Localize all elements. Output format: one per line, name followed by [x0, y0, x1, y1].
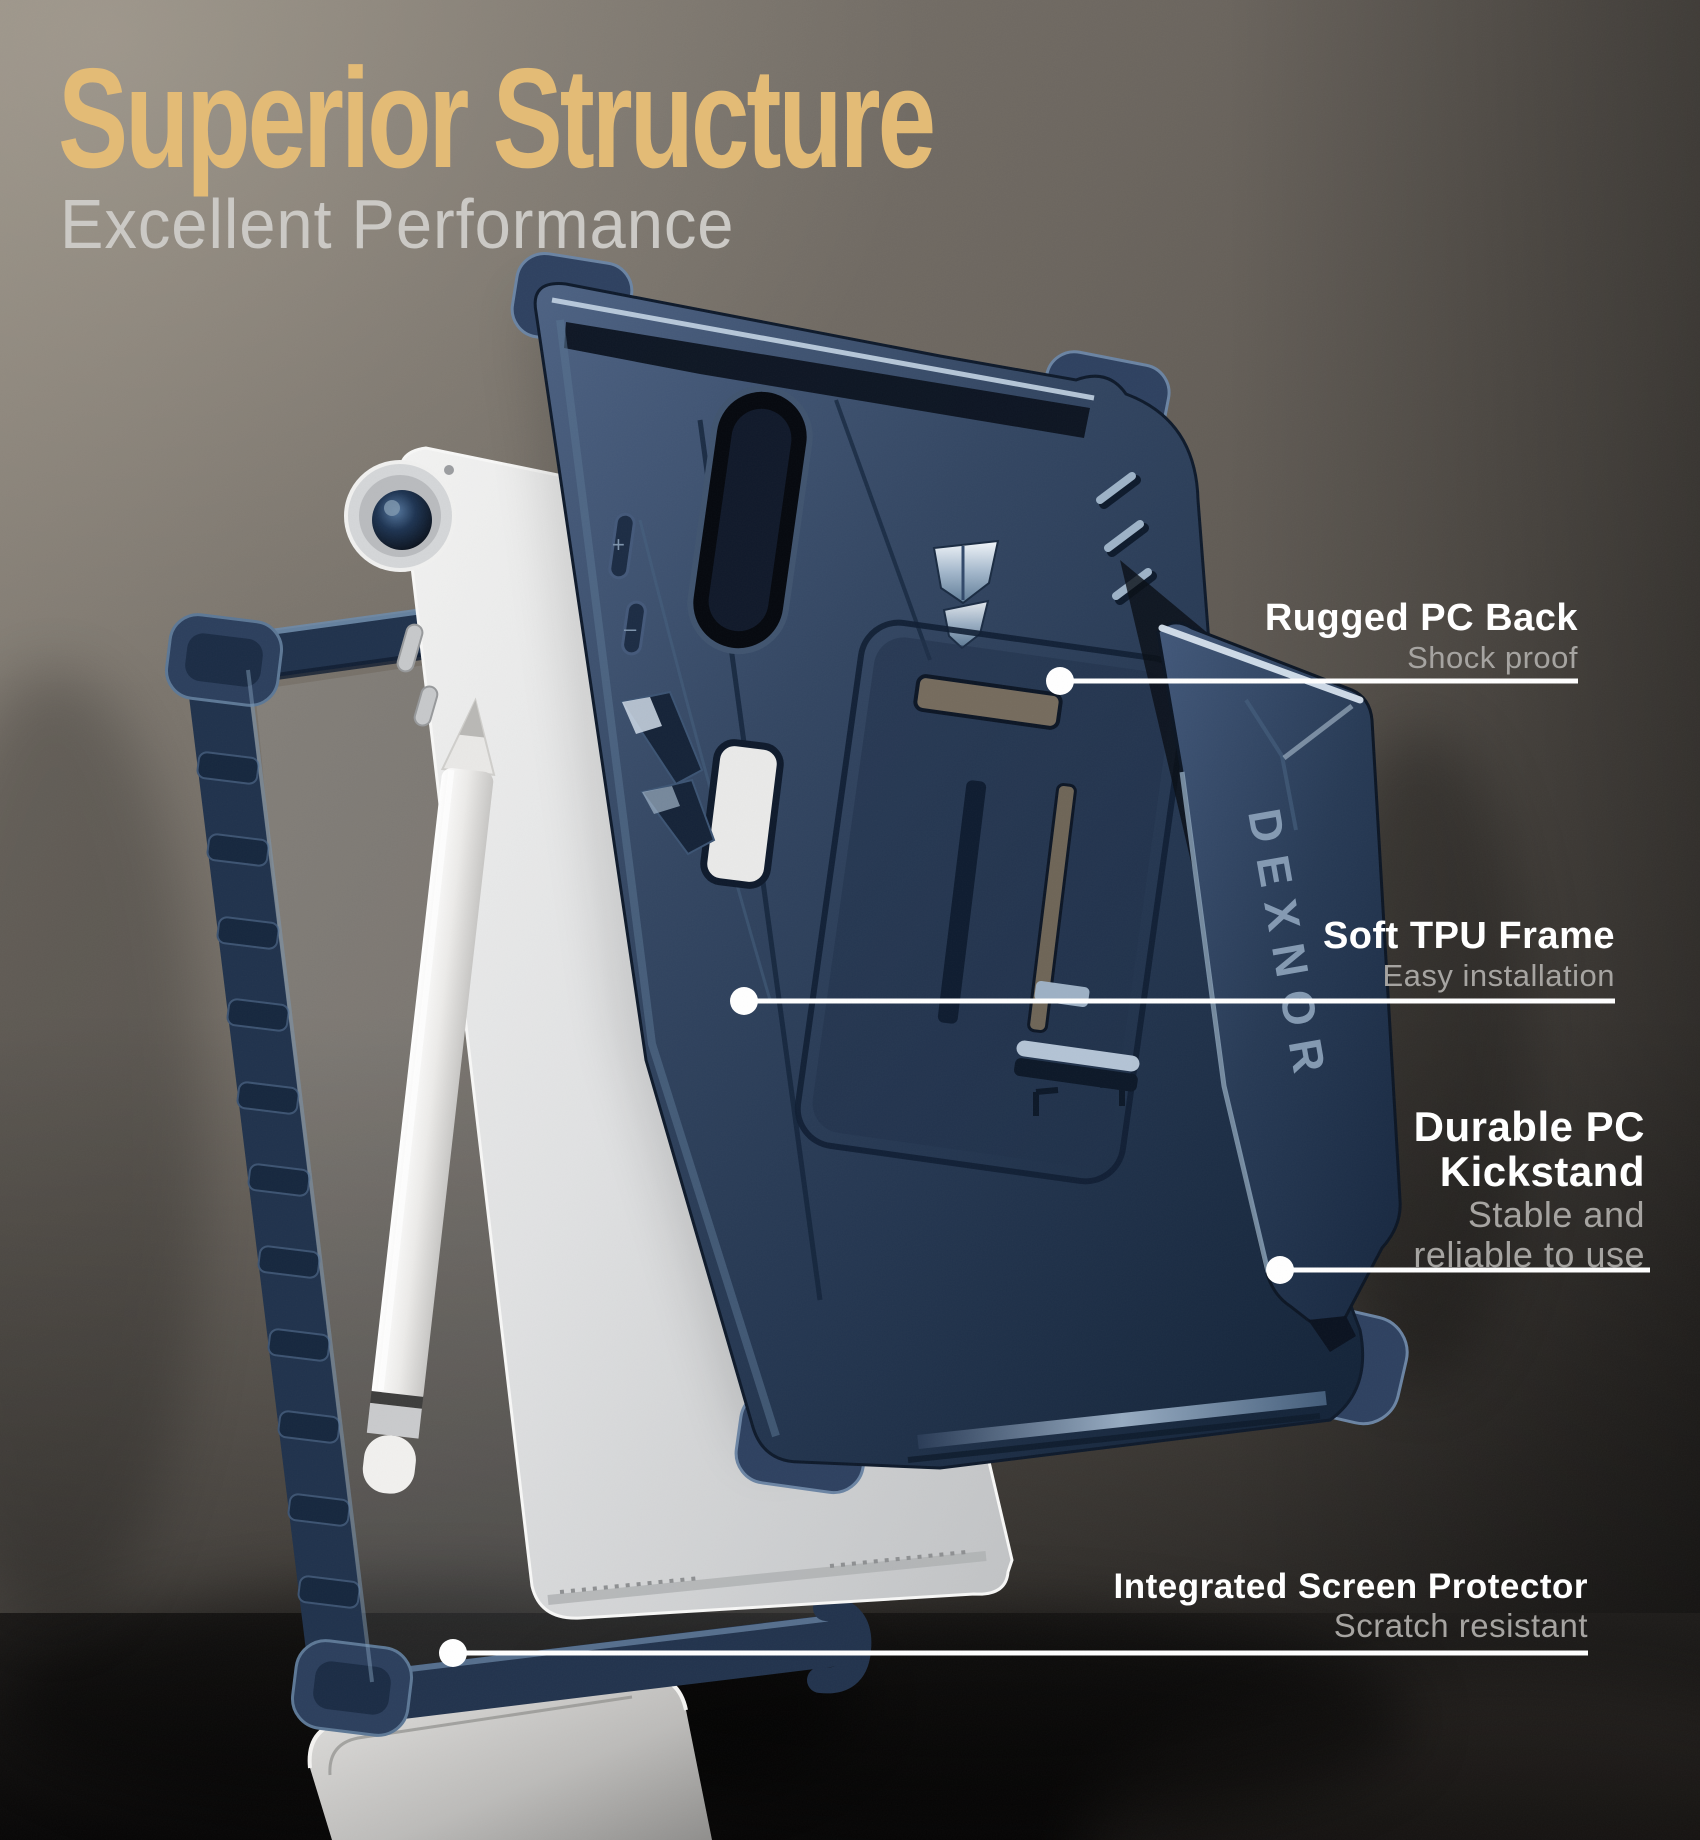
callout-subtitle: Scratch resistant — [1333, 1606, 1588, 1644]
callout-rugged-pc-back: Rugged PC Back Shock proof — [1264, 597, 1578, 675]
callout-integrated-screen-protector: Integrated Screen Protector Scratch resi… — [1113, 1567, 1588, 1644]
callout-title: Rugged PC Back — [1264, 597, 1578, 639]
page-title: Superior Structure — [58, 39, 936, 198]
page-subtitle: Excellent Performance — [60, 185, 735, 263]
callout-durable-pc-kickstand: Durable PC Kickstand Stable and reliable… — [1413, 1104, 1645, 1275]
callout-title: Soft TPU Frame — [1322, 915, 1615, 957]
callout-soft-tpu-frame: Soft TPU Frame Easy installation — [1322, 915, 1615, 993]
callout-subtitle-line2: reliable to use — [1413, 1234, 1645, 1276]
callout-subtitle: Shock proof — [1407, 639, 1578, 675]
callout-title: Integrated Screen Protector — [1113, 1567, 1588, 1606]
callout-title-line2: Kickstand — [1439, 1148, 1645, 1196]
callout-subtitle: Easy installation — [1382, 957, 1615, 993]
callout-title-line1: Durable PC — [1413, 1103, 1645, 1150]
callout-subtitle-line1: Stable and — [1467, 1193, 1645, 1235]
